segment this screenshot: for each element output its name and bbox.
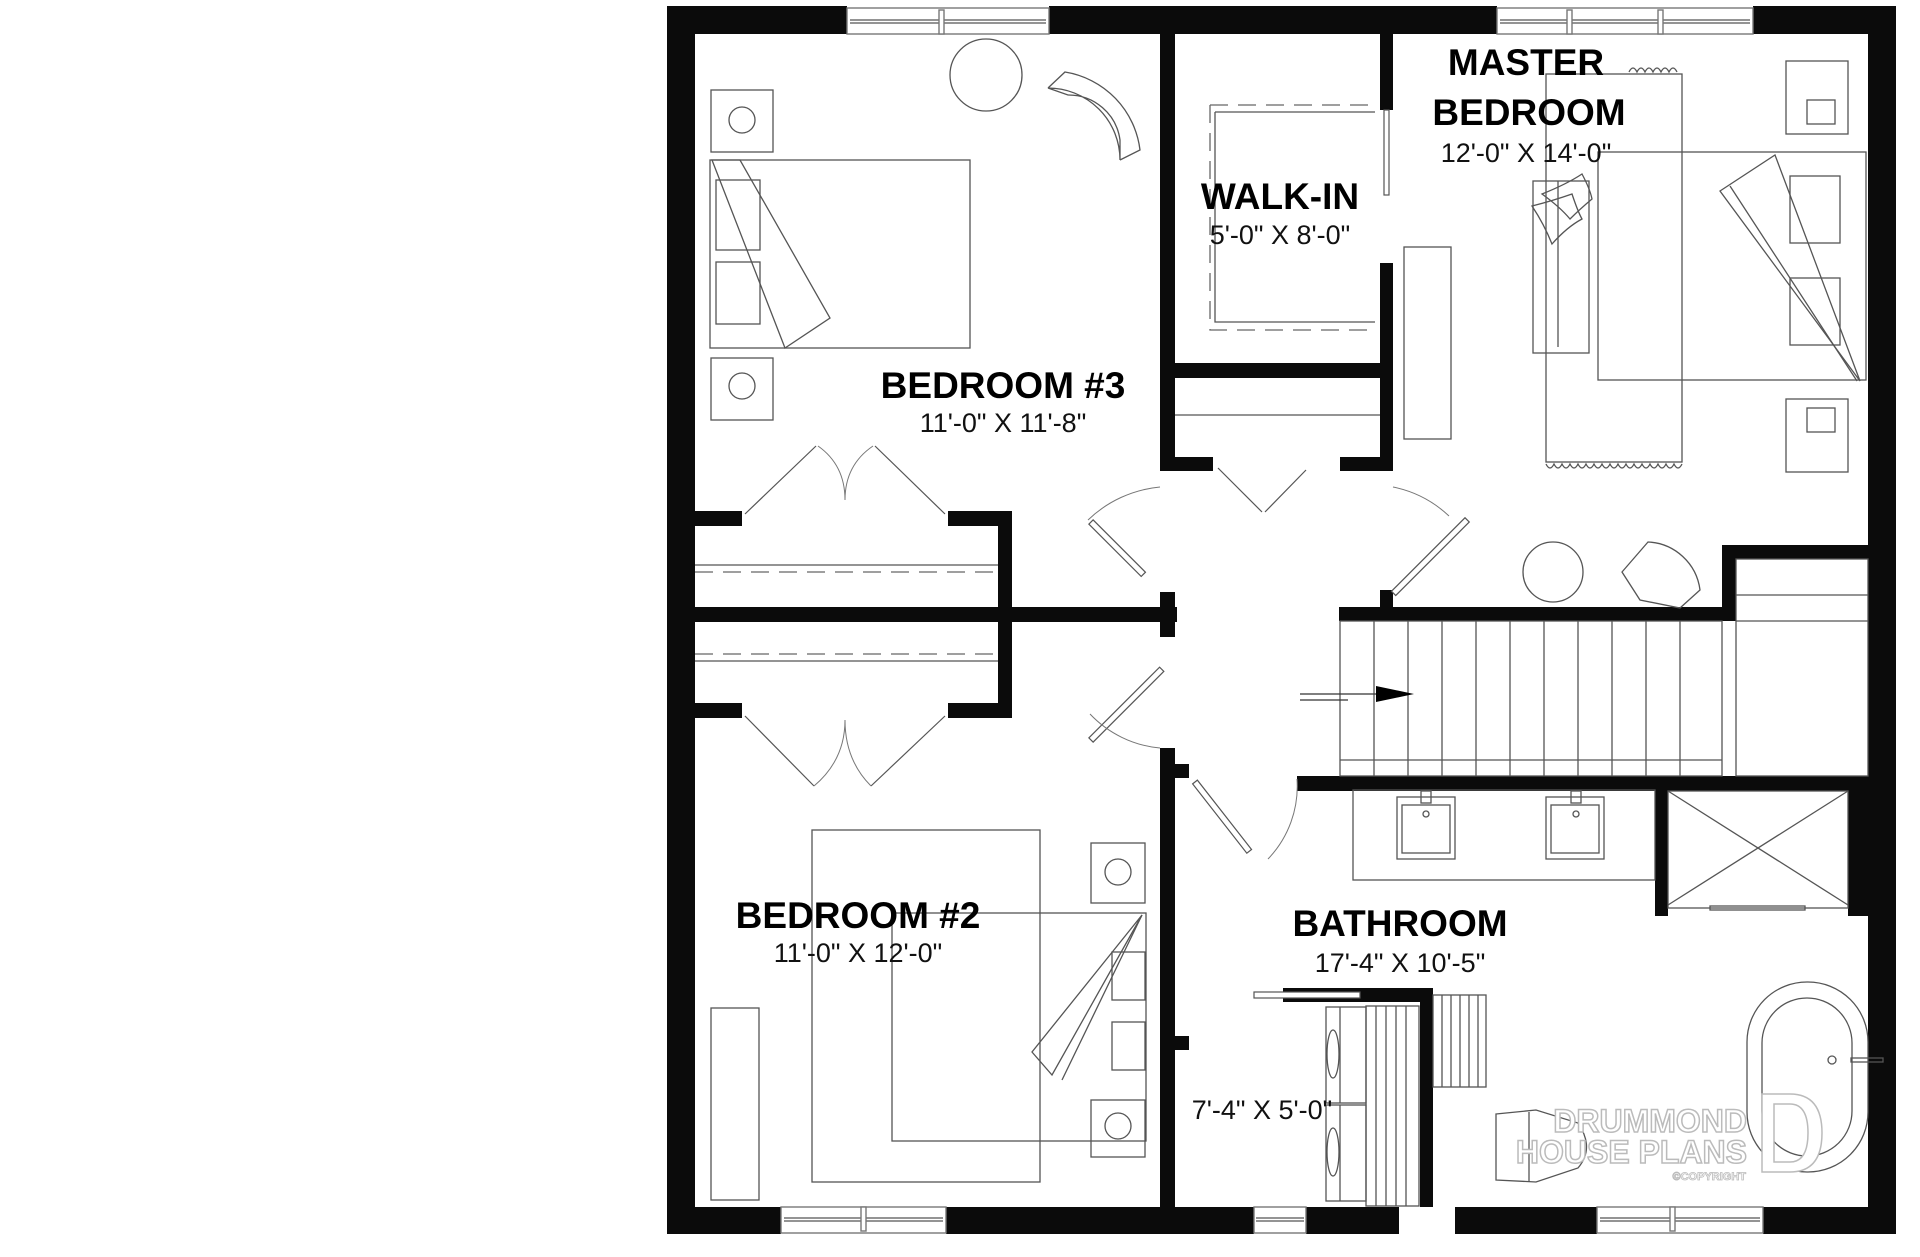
door-bedroom2-closet — [744, 715, 946, 787]
door-bedroom3 — [1087, 486, 1161, 578]
bathroom-name: BATHROOM — [1292, 903, 1507, 944]
bedroom2-furniture — [710, 829, 1147, 1201]
window-bedroom2-bottom — [780, 1206, 947, 1234]
dryer-icon — [1325, 1104, 1367, 1202]
toilet-icon — [1495, 1109, 1588, 1183]
watermark-copyright: ©COPYRIGHT — [1673, 1171, 1747, 1183]
master-name-line1: MASTER — [1448, 42, 1604, 83]
master-furniture — [1403, 60, 1867, 609]
window-master-top — [1496, 7, 1754, 35]
door-linen-closet — [1217, 467, 1307, 513]
bedroom3-furniture — [709, 38, 1141, 421]
shower-icon — [1667, 790, 1849, 911]
door-bedroom2 — [1088, 666, 1165, 749]
window-bathroom-bottom — [1596, 1206, 1764, 1234]
window-bedroom3-top — [846, 7, 1050, 35]
watermark: DRUMMOND HOUSE PLANS ©COPYRIGHT — [1515, 1093, 1823, 1183]
sink-icon — [1396, 790, 1456, 860]
bathroom-dimensions: 17'-4" X 10'-5" — [1315, 948, 1486, 978]
walkin-dimensions: 5'-0" X 8'-0" — [1210, 220, 1351, 250]
master-name-line2: BEDROOM — [1432, 92, 1625, 133]
watermark-line2: HOUSE PLANS — [1516, 1134, 1747, 1170]
closet-shelves — [695, 104, 1380, 662]
door-walkin — [1383, 109, 1390, 196]
windows — [780, 7, 1764, 1234]
washer-icon — [1325, 1006, 1367, 1104]
bedroom3-name: BEDROOM #3 — [881, 365, 1126, 406]
stairs — [1300, 558, 1869, 777]
bedroom2-name: BEDROOM #2 — [736, 895, 981, 936]
walls — [667, 6, 1896, 1234]
door-master — [1390, 486, 1471, 597]
bedroom3-dimensions: 11'-0" X 11'-8" — [920, 408, 1087, 438]
door-bathroom — [1191, 778, 1298, 860]
watermark-line1: DRUMMOND — [1553, 1103, 1747, 1139]
walkin-name: WALK-IN — [1201, 176, 1359, 217]
laundry-dimensions: 7'-4" X 5'-0" — [1192, 1095, 1333, 1125]
laundry-fixtures — [1325, 1005, 1420, 1207]
master-dimensions: 12'-0" X 14'-0" — [1441, 138, 1612, 168]
room-labels: BEDROOM #3 11'-0" X 11'-8" WALK-IN 5'-0"… — [736, 42, 1626, 1125]
bathroom-fixtures — [1352, 789, 1884, 1183]
door-bedroom3-closet — [744, 445, 946, 515]
door-laundry — [1253, 991, 1361, 999]
window-laundry-bottom — [1253, 1206, 1307, 1234]
sink-icon — [1545, 790, 1605, 860]
bedroom2-dimensions: 11'-0" X 12'-0" — [774, 938, 943, 968]
drummond-d-logo-icon — [1761, 1093, 1823, 1173]
doors — [744, 109, 1471, 999]
arrow-right-icon — [1300, 686, 1414, 702]
